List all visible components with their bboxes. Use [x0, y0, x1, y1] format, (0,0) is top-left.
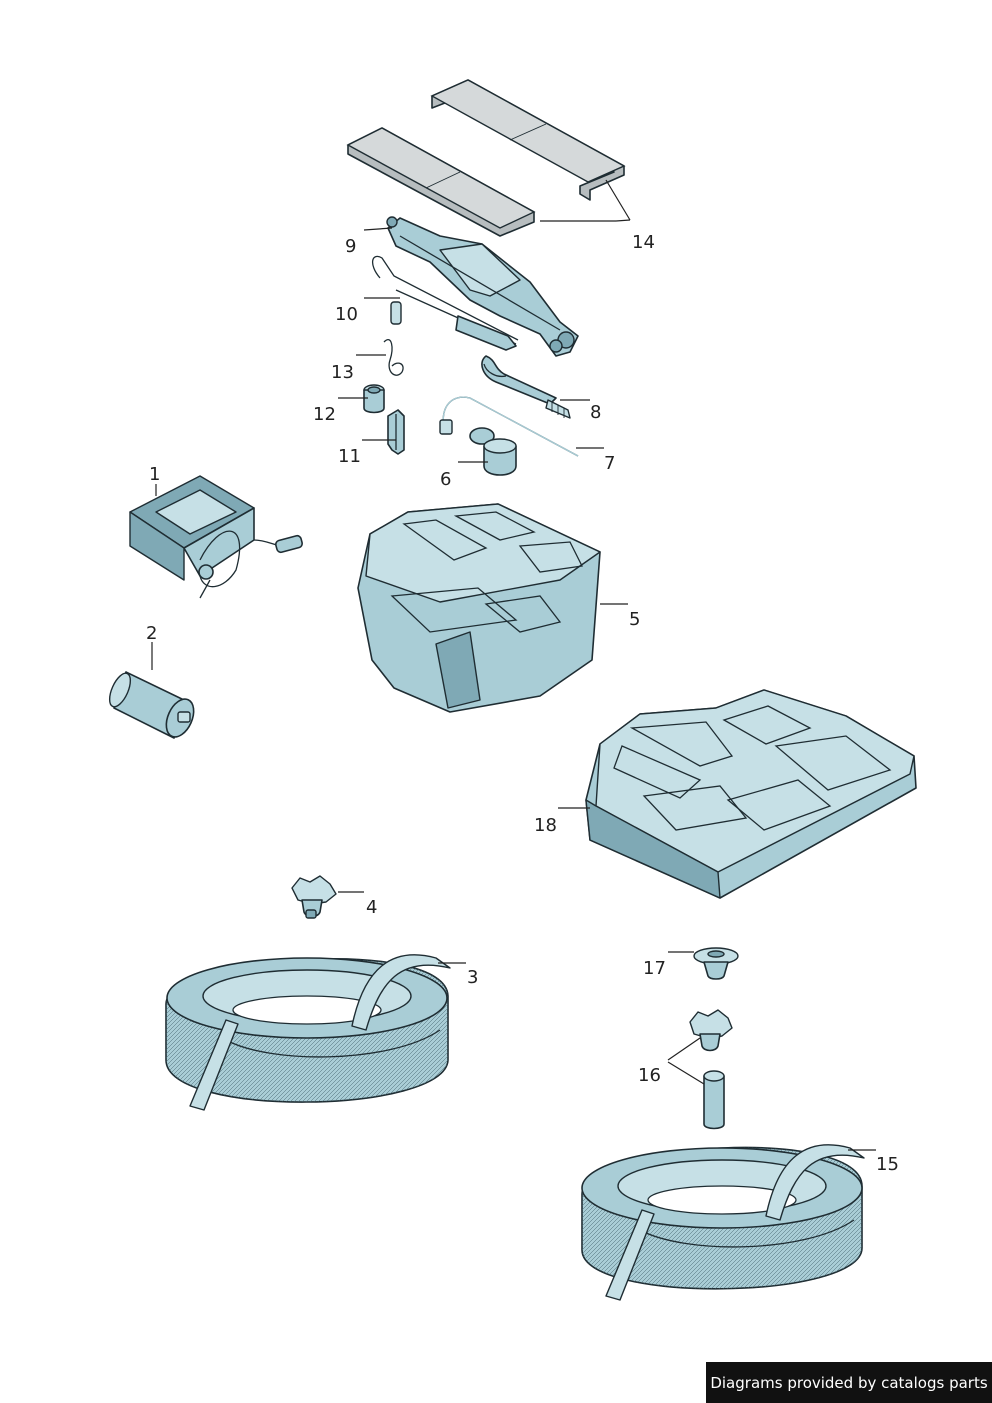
towing-eye: [481, 355, 571, 419]
fixing-knob-and-sleeve: [689, 1009, 733, 1130]
callout-15: 15: [876, 1154, 899, 1175]
callout-1: 1: [149, 464, 160, 485]
wheel-cap: [693, 947, 739, 980]
compact-spare-tyre: [581, 1144, 865, 1301]
jack-crank-handle: [372, 255, 519, 351]
callout-12: 12: [313, 404, 336, 425]
callout-5: 5: [629, 609, 640, 630]
callout-4: 4: [366, 897, 377, 918]
tyre-inflation-compressor: [129, 475, 304, 599]
callout-17: 17: [643, 958, 666, 979]
wheel-wrench: [439, 396, 579, 457]
bolt-adapter: [469, 427, 517, 476]
callout-2: 2: [146, 623, 157, 644]
callout-16: 16: [638, 1065, 661, 1086]
callout-13: 13: [331, 362, 354, 383]
scissor-jack: [386, 216, 579, 357]
holder-bracket: [387, 409, 405, 455]
callout-6: 6: [440, 469, 451, 490]
callout-11: 11: [338, 446, 361, 467]
callout-3: 3: [467, 967, 478, 988]
foam-tool-insert: [357, 503, 601, 713]
adapter-nut: [363, 384, 385, 414]
floor-boards: [346, 79, 626, 237]
spare-tyre: [165, 954, 451, 1111]
spare-wheel-fixing-knob: [291, 875, 337, 919]
foam-storage-tray: [585, 689, 917, 899]
credit-banner: Diagrams provided by catalogs parts: [706, 1362, 992, 1403]
callout-10: 10: [335, 304, 358, 325]
callout-8: 8: [590, 402, 601, 423]
callout-7: 7: [604, 453, 615, 474]
retaining-clip: [383, 339, 404, 376]
tyre-sealant-bottle: [108, 671, 195, 739]
leader-lines: [151, 179, 876, 1151]
callout-18: 18: [534, 815, 557, 836]
callout-9: 9: [345, 236, 356, 257]
callout-labels: 14 9 10 13 12 11 8 7 6 1 5 2 18 4 3 17 1…: [146, 232, 899, 1175]
callout-14: 14: [632, 232, 655, 253]
